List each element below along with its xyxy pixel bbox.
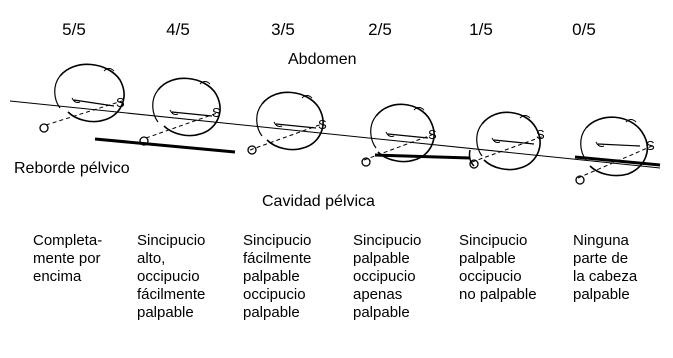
fetal-head-4: S <box>139 77 221 146</box>
fetal-head-2: S <box>361 103 437 167</box>
sinciput-marker: S <box>536 127 545 142</box>
fetal-head-1: S <box>468 111 545 171</box>
description-4: Sincipucio alto, occipucio fácilmente pa… <box>137 232 206 321</box>
pelvic-brim-label: Reborde pélvico <box>14 160 130 177</box>
description-0: Ninguna parte de la cabeza palpable <box>573 232 638 303</box>
fraction-label-2: 2/5 <box>368 20 392 39</box>
pelvic-brim-thick-line <box>94 137 661 167</box>
description-3: Sincipucio fácilmente palpable occipucio… <box>243 232 312 321</box>
sinciput-marker: S <box>212 105 221 120</box>
fraction-label-3: 3/5 <box>271 20 295 39</box>
sinciput-marker: S <box>428 127 437 142</box>
sinciput-marker: S <box>646 138 655 153</box>
pelvic-cavity-label: Cavidad pélvica <box>262 193 375 210</box>
description-5: Completa- mente por encima <box>33 232 103 285</box>
fraction-label-0: 0/5 <box>572 20 596 39</box>
sinciput-marker: S <box>318 117 327 132</box>
fraction-label-1: 1/5 <box>469 20 493 39</box>
sinciput-marker: S <box>116 95 125 110</box>
fraction-label-4: 4/5 <box>166 20 190 39</box>
fetal-head-5: S <box>39 63 125 133</box>
abdomen-label: Abdomen <box>288 51 357 68</box>
description-2: Sincipucio palpable occipucio apenas pal… <box>353 232 422 321</box>
description-1: Sincipucio palpable occipucio no palpabl… <box>459 232 537 303</box>
pelvic-brim-line <box>9 100 661 169</box>
fraction-label-5: 5/5 <box>62 20 86 39</box>
fetal-head-3: S <box>247 91 327 155</box>
fetal-head-0: S <box>575 116 655 185</box>
